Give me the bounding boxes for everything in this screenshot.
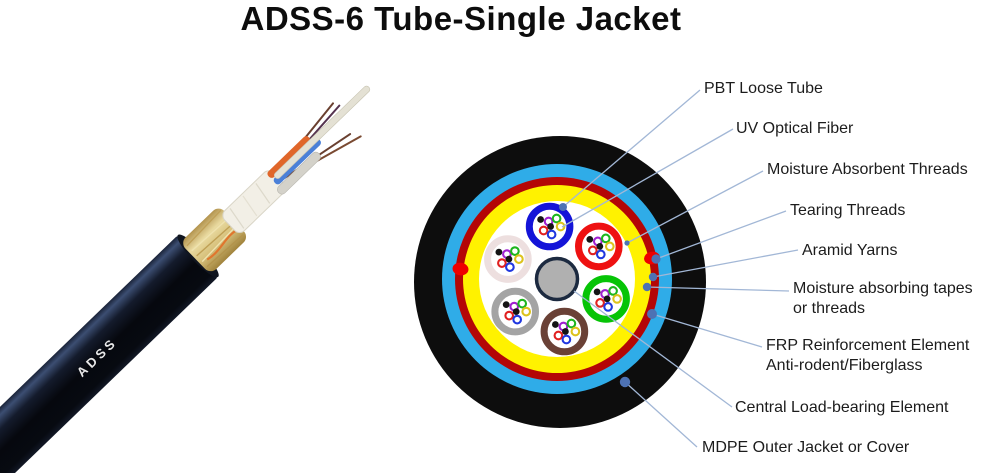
- label-pbt-loose-tube: PBT Loose Tube: [704, 79, 823, 99]
- optical-fiber: [555, 221, 566, 232]
- optical-fiber: [593, 288, 601, 296]
- optical-fiber: [517, 298, 528, 309]
- optical-fiber: [595, 249, 606, 260]
- leader-dot-moisture-absorbing-tapes: [642, 282, 652, 292]
- optical-fiber: [504, 310, 515, 321]
- leader-line-aramid-yarns: [652, 249, 799, 278]
- cable-orange-tube: [267, 136, 311, 178]
- loose-tube-green: [582, 275, 630, 323]
- label-mdpe-outer-jacket-line: MDPE Outer Jacket or Cover: [702, 439, 910, 456]
- optical-fiber: [538, 225, 549, 236]
- optical-fiber: [547, 223, 554, 230]
- optical-fiber: [612, 294, 622, 304]
- cable-white-tube: [276, 151, 321, 195]
- leader-line-mdpe-outer-jacket: [624, 381, 698, 448]
- cable-jacket: [0, 236, 217, 473]
- label-frp-reinforcement-line: FRP Reinforcement Element: [766, 337, 970, 354]
- label-aramid-yarns-line: Aramid Yarns: [802, 242, 898, 259]
- label-aramid-yarns: Aramid Yarns: [802, 241, 897, 261]
- leader-lines-layer: [559, 89, 799, 448]
- optical-fiber: [587, 245, 598, 256]
- loose-tube-brown: [540, 307, 589, 356]
- optical-fiber: [552, 321, 559, 328]
- optical-fiber: [510, 246, 520, 256]
- loose-tube-pink: [484, 235, 532, 283]
- loose-tube-blue: [525, 202, 574, 251]
- optical-fiber: [561, 334, 572, 345]
- cross-section-diagram: [414, 89, 799, 448]
- label-frp-reinforcement-line: Anti-rodent/Fiberglass: [766, 357, 923, 374]
- optical-fiber: [546, 229, 557, 240]
- leader-dot-aramid-yarns: [648, 272, 658, 282]
- optical-fiber: [596, 243, 604, 250]
- leader-line-pbt-loose-tube: [562, 89, 701, 208]
- central-strength-member: [534, 256, 580, 302]
- leader-line-frp-reinforcement: [651, 313, 763, 348]
- cable-blue-tube: [273, 138, 321, 185]
- optical-fiber: [570, 326, 581, 337]
- optical-fiber: [537, 216, 544, 223]
- loose-tubes-layer: [484, 202, 630, 356]
- leader-line-moisture-absorbent-threads: [626, 170, 764, 244]
- label-mdpe-outer-jacket: MDPE Outer Jacket or Cover: [702, 438, 909, 458]
- optical-fiber: [603, 302, 613, 312]
- label-pbt-loose-tube-line: PBT Loose Tube: [704, 80, 823, 97]
- optical-fiber: [562, 328, 569, 335]
- optical-fiber: [608, 286, 618, 296]
- leader-line-central-load-bearing: [573, 290, 733, 408]
- optical-fiber: [514, 254, 524, 264]
- label-moisture-absorbing-tapes-line: or threads: [793, 300, 866, 317]
- cable-frp-rod: [273, 85, 371, 179]
- optical-fiber: [512, 308, 520, 315]
- optical-fiber: [604, 241, 615, 252]
- leader-line-moisture-absorbing-tapes: [646, 286, 790, 292]
- optical-fiber: [497, 258, 507, 268]
- optical-fiber: [495, 248, 503, 256]
- optical-fiber: [595, 298, 605, 308]
- label-uv-optical-fiber-line: UV Optical Fiber: [736, 120, 854, 137]
- leader-line-uv-optical-fiber: [561, 128, 734, 228]
- leader-dot-mdpe-outer-jacket: [619, 376, 631, 388]
- optical-fiber: [521, 306, 532, 317]
- optical-fiber: [566, 318, 577, 329]
- leader-dot-tearing-threads: [651, 254, 661, 264]
- optical-fiber: [586, 236, 594, 243]
- cable-photo: ADSS: [0, 85, 371, 473]
- leader-dot-frp-reinforcement: [647, 309, 657, 319]
- optical-fiber: [603, 295, 611, 303]
- leader-dot-moisture-absorbent-threads: [624, 240, 630, 246]
- optical-fiber: [505, 262, 515, 272]
- label-moisture-absorbent-threads-line: Moisture Absorbent Threads: [767, 161, 968, 178]
- label-moisture-absorbing-tapes-line: Moisture absorbing tapes: [793, 280, 973, 297]
- label-uv-optical-fiber: UV Optical Fiber: [736, 119, 853, 139]
- loose-tube-red: [575, 222, 623, 271]
- label-moisture-absorbing-tapes: Moisture absorbing tapes or threads: [793, 279, 973, 319]
- label-central-load-bearing: Central Load-bearing Element: [735, 398, 948, 418]
- optical-fiber: [502, 301, 510, 308]
- label-tearing-threads-line: Tearing Threads: [790, 202, 906, 219]
- optical-fiber: [553, 330, 564, 341]
- label-tearing-threads: Tearing Threads: [790, 201, 905, 221]
- frp-oval-left: [452, 262, 469, 276]
- optical-fiber: [505, 255, 513, 263]
- optical-fiber: [551, 213, 562, 224]
- label-moisture-absorbent-threads: Moisture Absorbent Threads: [767, 160, 968, 180]
- page-title: ADSS-6 Tube-Single Jacket: [240, 0, 682, 37]
- optical-fiber: [512, 314, 523, 325]
- leader-dot-pbt-loose-tube: [559, 203, 567, 211]
- loose-tube-gray: [491, 287, 540, 336]
- label-central-load-bearing-line: Central Load-bearing Element: [735, 399, 949, 416]
- leader-line-tearing-threads: [655, 210, 787, 260]
- optical-fiber: [600, 233, 611, 244]
